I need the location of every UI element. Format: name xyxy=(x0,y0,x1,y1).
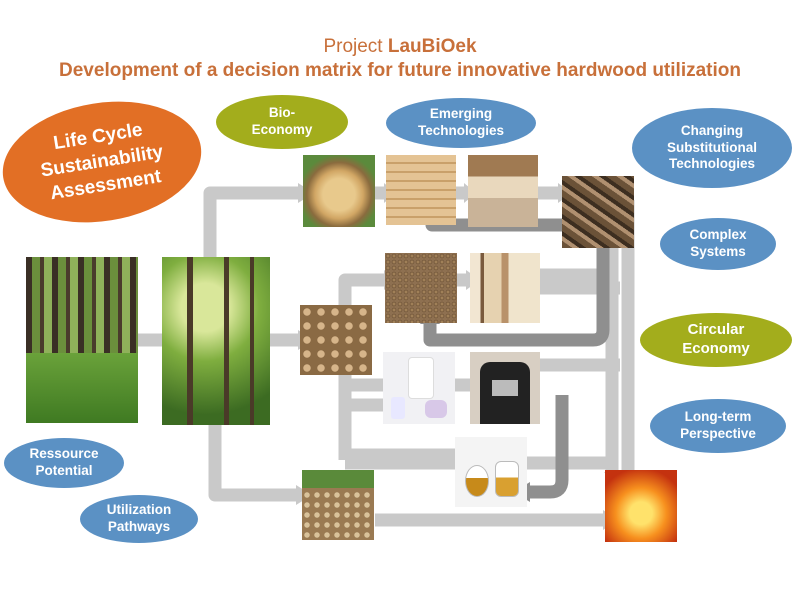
project-prefix: Project xyxy=(323,36,388,57)
fire-photo xyxy=(605,470,677,542)
long-term-perspective-bubble: Long-term Perspective xyxy=(650,399,786,453)
utilization-pathways-label: Utilization Pathways xyxy=(106,502,172,534)
bio-economy-label: Bio- Economy xyxy=(251,105,313,137)
arrow-recycle-loop-chem xyxy=(528,395,569,499)
changing-substitutional-bubble: Changing Substitutional Technologies xyxy=(632,108,792,188)
chemical-flasks-photo xyxy=(455,437,527,507)
beech-forest-photo xyxy=(162,257,270,425)
scrap-wood-photo xyxy=(562,176,634,248)
circular-economy-bubble: Circular Economy xyxy=(640,313,792,367)
emerging-technologies-label: Emerging Technologies xyxy=(417,106,504,138)
conifer-forest-photo xyxy=(26,257,138,423)
roundwood-pile-photo xyxy=(300,305,372,375)
tshirt-photo xyxy=(470,352,540,424)
arrow-forest-to-log xyxy=(203,186,302,258)
project-subtitle: Development of a decision matrix for fut… xyxy=(59,60,741,81)
life-cycle-label: Life Cycle Sustainability Assessment xyxy=(39,119,165,205)
wood-chips-photo xyxy=(385,253,457,323)
project-title: Project LauBiOek xyxy=(0,36,800,58)
changing-substitutional-label: Changing Substitutional Technologies xyxy=(667,122,757,172)
utilization-pathways-bubble: Utilization Pathways xyxy=(80,495,198,543)
wood-panels-photo xyxy=(470,253,540,323)
arrow-roundwood-to-chips xyxy=(338,273,385,315)
project-name: LauBiOek xyxy=(387,36,477,57)
long-term-perspective-label: Long-term Perspective xyxy=(680,409,756,441)
complex-systems-label: Complex Systems xyxy=(689,227,747,259)
log-crosssection-photo xyxy=(303,155,375,227)
complex-systems-bubble: Complex Systems xyxy=(660,218,776,270)
arrow-recycle-loop-mid xyxy=(423,245,610,347)
cellulose-products-photo xyxy=(383,352,455,424)
arrow-forest-to-firewood xyxy=(208,425,300,502)
circular-economy-label: Circular Economy xyxy=(682,321,750,357)
ressource-potential-label: Ressource Potential xyxy=(29,446,99,478)
timber-building-photo xyxy=(468,155,538,227)
emerging-technologies-bubble: Emerging Technologies xyxy=(386,98,536,148)
glulam-beams-photo xyxy=(386,155,456,225)
bio-economy-bubble: Bio- Economy xyxy=(216,95,348,149)
firewood-pile-photo xyxy=(302,470,374,540)
ressource-potential-bubble: Ressource Potential xyxy=(4,438,124,488)
